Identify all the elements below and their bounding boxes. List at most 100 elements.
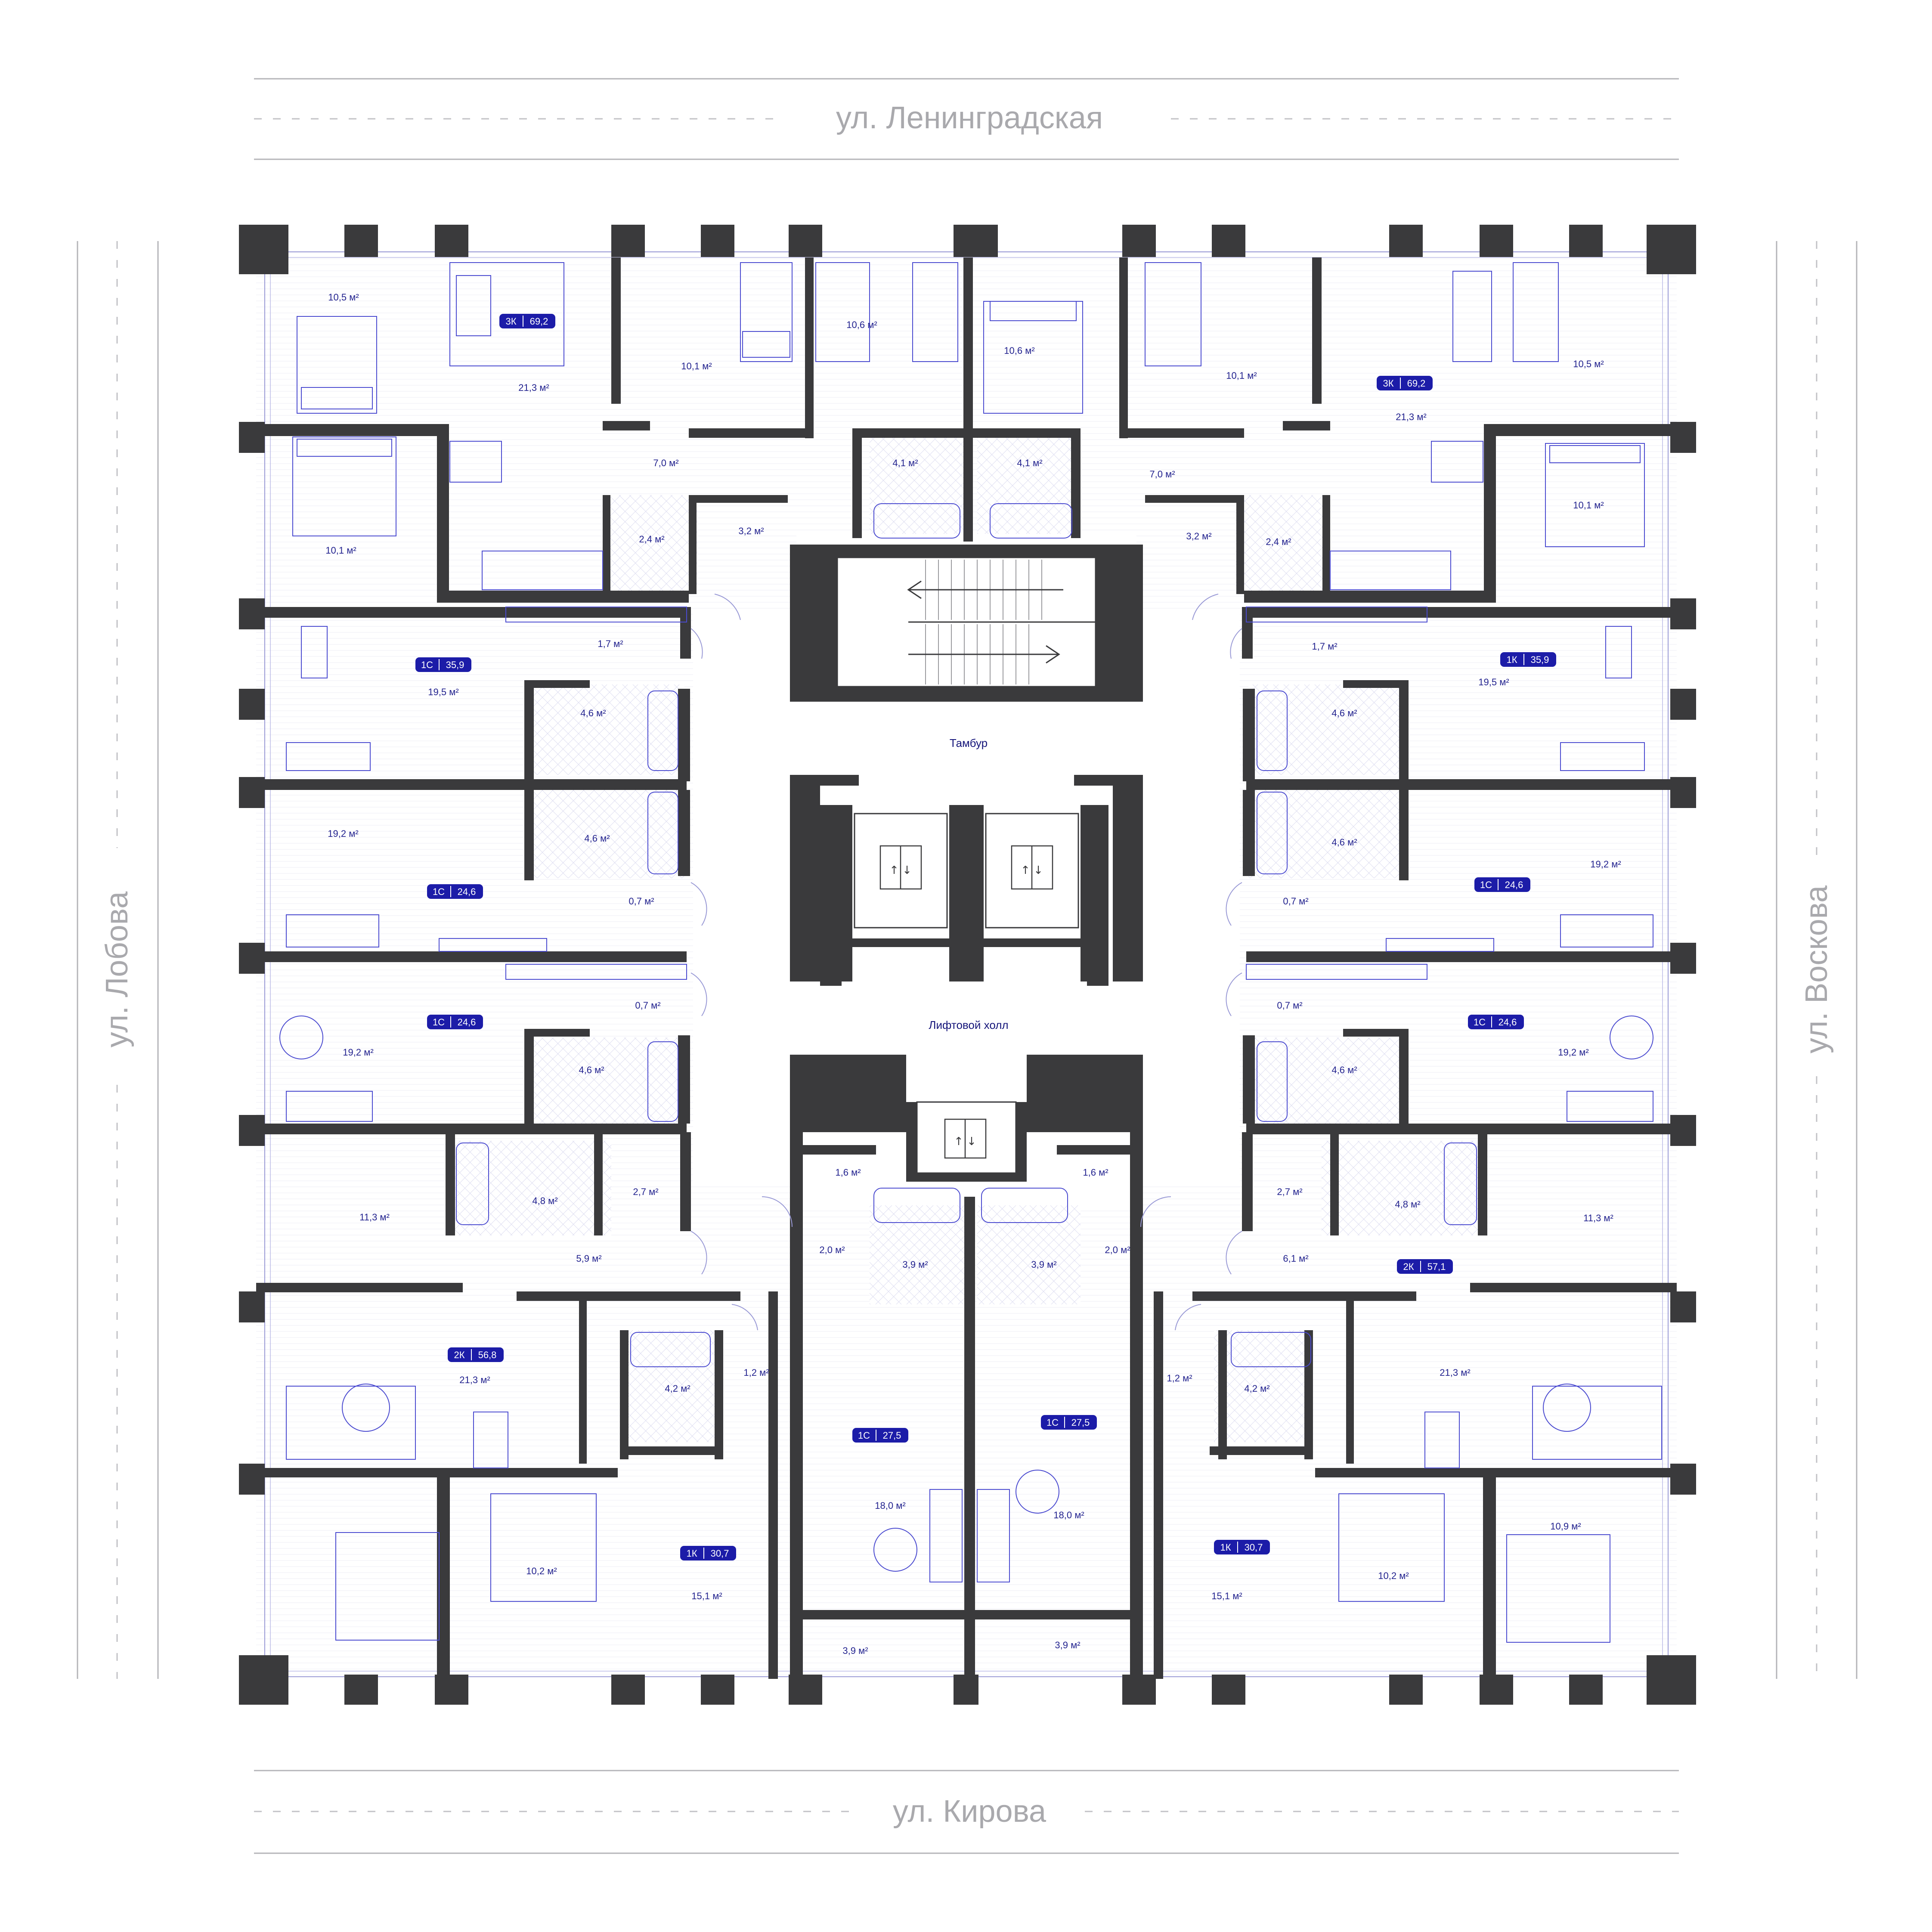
room-area: 10,2 м² <box>1378 1570 1409 1581</box>
room-area: 2,4 м² <box>1266 536 1291 547</box>
room-area: 19,2 м² <box>328 828 358 839</box>
street-name-north: ул. Ленинградская <box>836 101 1103 135</box>
tile-zones <box>452 435 1481 1442</box>
svg-text:1С: 1С <box>1046 1417 1059 1428</box>
room-area: 4,8 м² <box>1395 1199 1420 1210</box>
door-swings <box>690 594 1242 1331</box>
room-area: 11,3 м² <box>359 1212 390 1223</box>
room-area: 10,5 м² <box>1573 359 1604 369</box>
street-south-road: ул. Кирова <box>254 1770 1679 1854</box>
room-area: 3,2 м² <box>738 526 764 536</box>
room-area: 19,5 м² <box>1478 677 1509 687</box>
room-area: 4,6 м² <box>579 1065 604 1075</box>
walls <box>239 225 1696 1705</box>
apartment-badge: 1К 35,9 <box>1500 652 1556 667</box>
room-area: 4,1 м² <box>1017 458 1042 468</box>
room-area: 3,9 м² <box>902 1259 928 1270</box>
room-area: 21,3 м² <box>1396 412 1426 422</box>
apartment-badge: 1С 24,6 <box>427 1015 483 1029</box>
svg-text:30,7: 30,7 <box>711 1548 729 1559</box>
apartment-badge: 1С 27,5 <box>852 1428 908 1443</box>
room-area: 2,7 м² <box>633 1186 658 1197</box>
room-area: 4,6 м² <box>1331 1065 1357 1075</box>
street-north-road: ул. Ленинградская <box>254 78 1679 160</box>
svg-text:3К: 3К <box>505 316 516 327</box>
apartment-badge: 1К 30,7 <box>680 1546 736 1560</box>
svg-text:1К: 1К <box>1506 654 1517 665</box>
room-area: 4,6 м² <box>584 833 610 844</box>
room-area: 10,9 м² <box>1550 1521 1581 1532</box>
elevator-hall-label: Лифтовой холл <box>929 1019 1008 1031</box>
svg-text:69,2: 69,2 <box>1407 378 1426 389</box>
room-area: 4,6 м² <box>580 708 606 718</box>
room-area: 4,6 м² <box>1331 837 1357 848</box>
apartment-badge: 3К 69,2 <box>499 314 555 328</box>
apartment-badge: 1С 27,5 <box>1041 1415 1097 1430</box>
svg-text:3К: 3К <box>1383 378 1393 389</box>
room-area: 4,2 м² <box>1244 1383 1269 1394</box>
furniture <box>279 262 1662 1643</box>
room-area: 10,1 м² <box>1573 500 1604 511</box>
svg-text:2К: 2К <box>454 1350 464 1360</box>
room-area: 1,6 м² <box>835 1167 861 1178</box>
room-area: 3,2 м² <box>1186 531 1211 542</box>
room-area: 4,8 м² <box>532 1195 557 1206</box>
room-area: 2,0 м² <box>819 1245 845 1255</box>
svg-text:1С: 1С <box>1480 879 1492 890</box>
room-area: 19,2 м² <box>1558 1047 1588 1058</box>
room-area: 15,1 м² <box>691 1591 722 1601</box>
apartment-badge: 1С 24,6 <box>1474 877 1530 892</box>
room-area: 2,7 м² <box>1277 1186 1302 1197</box>
apartment-badge: 2К 57,1 <box>1397 1259 1453 1274</box>
svg-text:1С: 1С <box>433 1017 445 1028</box>
room-area: 10,1 м² <box>681 361 712 372</box>
elevator-left: ↑ ↓ <box>854 813 948 929</box>
room-area: 10,6 м² <box>846 319 877 330</box>
svg-text:35,9: 35,9 <box>446 659 464 670</box>
svg-text:1С: 1С <box>421 659 433 670</box>
room-area: 7,0 м² <box>653 458 678 468</box>
svg-text:69,2: 69,2 <box>530 316 548 327</box>
apartment-badge: 2К 56,8 <box>448 1347 504 1362</box>
svg-text:24,6: 24,6 <box>1499 1017 1517 1028</box>
room-area: 3,9 м² <box>1055 1640 1080 1650</box>
room-area: 21,3 м² <box>518 382 549 393</box>
room-area: 21,3 м² <box>1440 1367 1470 1378</box>
apartment-badge: 1С 35,9 <box>415 657 471 672</box>
room-area: 4,6 м² <box>1331 708 1357 718</box>
street-east-road: ул. Воскова <box>1776 241 1858 1679</box>
room-area: 10,2 м² <box>526 1566 557 1576</box>
street-name-west: ул. Лобова <box>100 891 134 1047</box>
room-area: 10,1 м² <box>325 545 356 556</box>
vestibule-label: Тамбур <box>950 737 988 749</box>
svg-text:24,6: 24,6 <box>458 1017 476 1028</box>
room-area: 0,7 м² <box>1277 1000 1302 1011</box>
room-area: 10,1 м² <box>1226 370 1257 381</box>
room-area: 10,5 м² <box>328 292 359 303</box>
svg-text:1К: 1К <box>1220 1542 1231 1553</box>
room-area: 11,3 м² <box>1583 1213 1613 1223</box>
room-area: 0,7 м² <box>1283 896 1308 907</box>
svg-text:30,7: 30,7 <box>1245 1542 1263 1553</box>
room-area: 3,9 м² <box>842 1645 868 1656</box>
room-area: 1,2 м² <box>1167 1373 1192 1384</box>
apartment-badge: 3К 69,2 <box>1377 376 1433 390</box>
elevator-arrows-right: ↑ ↓ <box>1021 864 1043 877</box>
svg-text:35,9: 35,9 <box>1531 654 1549 665</box>
room-area: 4,1 м² <box>892 458 918 468</box>
room-area: 0,7 м² <box>635 1000 660 1011</box>
svg-text:1С: 1С <box>1474 1017 1486 1028</box>
stair <box>836 557 1096 687</box>
svg-text:27,5: 27,5 <box>883 1430 901 1441</box>
svg-text:24,6: 24,6 <box>458 886 476 897</box>
svg-text:57,1: 57,1 <box>1427 1261 1446 1272</box>
apartment-badge: 1С 24,6 <box>427 884 483 899</box>
svg-text:27,5: 27,5 <box>1071 1417 1090 1428</box>
elevator-small: ↑ ↓ <box>916 1101 1017 1174</box>
room-area: 18,0 м² <box>875 1500 905 1511</box>
apartment-badge: 1С 24,6 <box>1468 1015 1524 1029</box>
elevator-arrows-small: ↑ ↓ <box>954 1135 976 1148</box>
room-area: 2,4 м² <box>639 534 664 545</box>
room-area: 15,1 м² <box>1211 1591 1242 1601</box>
room-area: 1,7 м² <box>1312 641 1337 652</box>
